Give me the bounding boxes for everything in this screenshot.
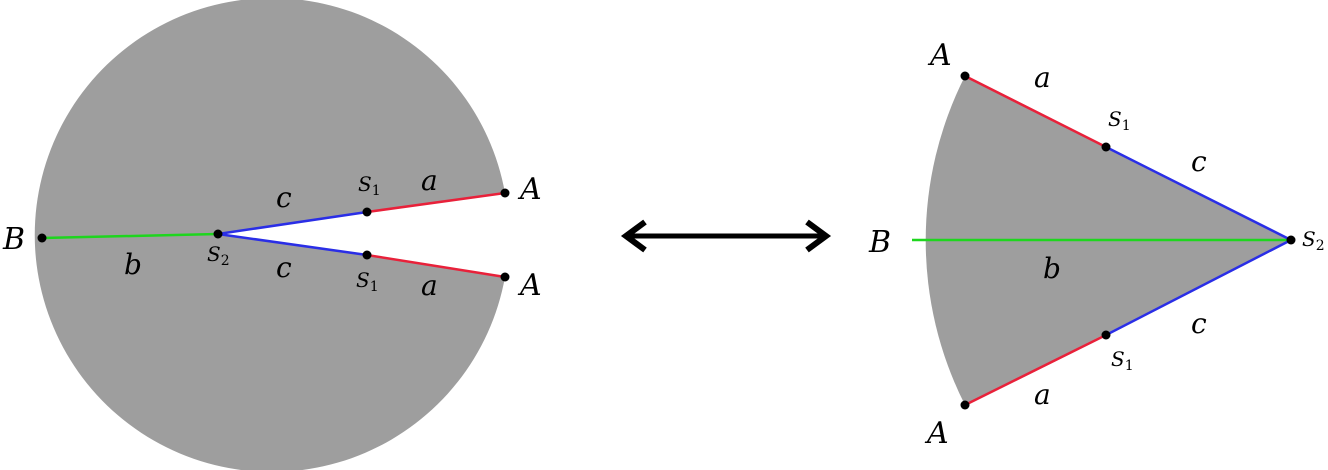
- arrow-head-left: [620, 219, 647, 253]
- right-label-A-top: A: [927, 38, 952, 73]
- right-label-a-top: a: [1034, 61, 1051, 94]
- right-point-S1-bottom: [1101, 330, 1111, 340]
- right-point-A-top: [960, 71, 970, 81]
- right-edge-a-top: [964, 74, 1107, 149]
- left-label-S2: S2: [207, 242, 230, 269]
- right-edge-c-top: [1105, 145, 1292, 242]
- left-edge-a-bottom: [366, 253, 506, 279]
- left-label-S1-bottom: S1: [356, 268, 379, 295]
- left-edge-b: [41, 232, 219, 240]
- left-label-c-bottom: c: [276, 251, 292, 284]
- right-edge-a-bottom: [964, 333, 1107, 407]
- double-headed-arrow-icon: [620, 219, 832, 253]
- left-label-A-top: A: [517, 172, 542, 207]
- right-label-c-bottom: c: [1191, 307, 1207, 340]
- left-label-S1-top: S1: [358, 172, 381, 199]
- right-label-c-top: c: [1191, 145, 1207, 178]
- right-edge-c-bottom: [1105, 238, 1292, 337]
- left-point-S2: [213, 229, 223, 239]
- right-label-S1-top: S1: [1108, 107, 1131, 134]
- left-label-B: B: [2, 222, 25, 257]
- right-label-a-bottom: a: [1034, 378, 1051, 411]
- left-label-A-bottom: A: [517, 268, 542, 303]
- right-label-A-bottom: A: [924, 416, 949, 451]
- left-figure: B A A a a b c c S1 S1 S2: [2, 0, 542, 470]
- left-point-A-top: [500, 188, 510, 198]
- right-figure: B A A a a b c c S1 S1 S2: [868, 38, 1325, 451]
- left-point-B: [37, 233, 47, 243]
- left-label-b: b: [124, 248, 142, 281]
- left-point-S1-top: [362, 207, 372, 217]
- left-label-c-top: c: [276, 181, 292, 214]
- left-edge-a-top: [366, 191, 506, 214]
- left-label-a-top: a: [421, 164, 438, 197]
- left-edge-c-bottom: [217, 232, 368, 257]
- left-point-S1-bottom: [362, 250, 372, 260]
- right-point-A-bottom: [960, 400, 970, 410]
- left-edge-c-top: [217, 210, 368, 236]
- right-label-B: B: [868, 225, 891, 260]
- left-point-A-bottom: [500, 272, 510, 282]
- arrow-head-right: [805, 219, 832, 253]
- right-point-S2: [1286, 235, 1296, 245]
- right-label-S1-bottom: S1: [1111, 347, 1134, 374]
- right-label-S2: S2: [1302, 227, 1325, 254]
- left-disc-region: [34, 0, 505, 470]
- left-label-a-bottom: a: [421, 269, 438, 302]
- right-point-S1-top: [1101, 142, 1111, 152]
- right-label-b: b: [1043, 252, 1061, 285]
